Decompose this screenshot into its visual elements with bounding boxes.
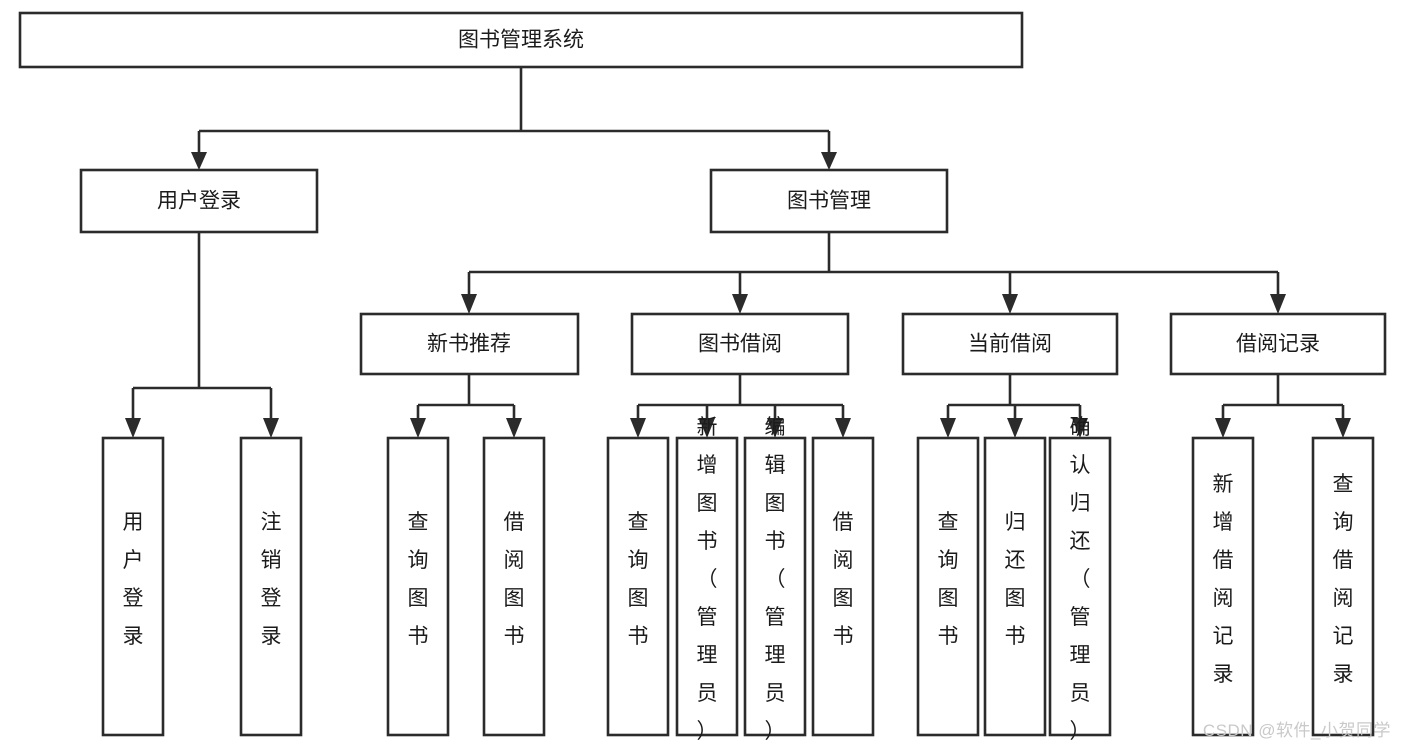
leaf-recommend-2-box[interactable] (482, 436, 546, 737)
leaf-record-2[interactable]: 查询借阅记录 (1311, 436, 1375, 737)
node-book-manage-label: 图书管理 (787, 190, 871, 213)
leaf-borrow-4[interactable]: 借阅图书 (811, 436, 875, 737)
leaf-current-2[interactable]: 归还图书 (983, 436, 1047, 737)
node-book-manage[interactable]: 图书管理 (709, 168, 949, 234)
leaf-user-login-1[interactable]: 用户登录 (101, 436, 165, 737)
arrow-current-leaf-2 (1007, 418, 1023, 438)
leaf-recommend-2[interactable]: 借阅图书 (482, 436, 546, 737)
node-borrow-record-box[interactable] (1169, 312, 1387, 376)
leaf-borrow-3-box[interactable] (743, 436, 807, 737)
leaf-user-login-2[interactable]: 注销登录 (239, 436, 303, 737)
node-current-borrow-box[interactable] (901, 312, 1119, 376)
leaf-borrow-3-label: 编辑图书（管理员） (765, 416, 786, 743)
arrow-record-leaf-1 (1215, 418, 1231, 438)
node-root-label: 图书管理系统 (458, 29, 584, 52)
node-book-borrow-box[interactable] (630, 312, 850, 376)
node-book-manage-box[interactable] (709, 168, 949, 234)
leaf-current-3[interactable]: 确认归还（管理员） (1048, 416, 1112, 743)
leaf-current-2-label: 归还图书 (1005, 511, 1026, 648)
leaf-record-1-box[interactable] (1191, 436, 1255, 737)
node-borrow-record-label: 借阅记录 (1236, 333, 1320, 356)
leaf-record-1-label: 新增借阅记录 (1213, 473, 1234, 686)
leaf-current-1-box[interactable] (916, 436, 980, 737)
node-new-book-recommend-box[interactable] (359, 312, 580, 376)
leaf-current-2-box[interactable] (983, 436, 1047, 737)
arrow-root-to-book-manage (821, 152, 837, 170)
node-new-book-recommend[interactable]: 新书推荐 (359, 312, 580, 376)
arrow-book-manage-child-2 (732, 294, 748, 314)
node-book-borrow-label: 图书借阅 (698, 333, 782, 356)
leaf-current-3-box[interactable] (1048, 436, 1112, 737)
leaf-user-login-1-box[interactable] (101, 436, 165, 737)
leaf-current-3-label: 确认归还（管理员） (1070, 416, 1091, 743)
leaf-borrow-4-box[interactable] (811, 436, 875, 737)
arrow-borrow-leaf-4 (835, 418, 851, 438)
node-book-borrow[interactable]: 图书借阅 (630, 312, 850, 376)
leaf-user-login-2-box[interactable] (239, 436, 303, 737)
leaf-record-1[interactable]: 新增借阅记录 (1191, 436, 1255, 737)
leaf-borrow-3[interactable]: 编辑图书（管理员） (743, 416, 807, 743)
leaf-borrow-4-label: 借阅图书 (833, 511, 854, 648)
csdn-watermark: CSDN @软件_小贺同学 (1202, 721, 1391, 740)
node-user-login-label: 用户登录 (157, 190, 241, 213)
node-new-book-recommend-label: 新书推荐 (427, 333, 511, 356)
node-current-borrow-label: 当前借阅 (968, 333, 1052, 356)
leaf-user-login-2-label: 注销登录 (261, 511, 282, 648)
leaf-borrow-2[interactable]: 新增图书（管理员） (675, 416, 739, 743)
leaf-recommend-1-label: 查询图书 (408, 511, 429, 648)
arrow-recommend-leaf-1 (410, 418, 426, 438)
leaf-recommend-1-box[interactable] (386, 436, 450, 737)
leaf-borrow-2-box[interactable] (675, 436, 739, 737)
leaf-borrow-2-label: 新增图书（管理员） (697, 416, 718, 743)
arrow-current-leaf-1 (940, 418, 956, 438)
leaf-borrow-1-label: 查询图书 (628, 511, 649, 648)
arrow-recommend-leaf-2 (506, 418, 522, 438)
leaf-current-1-label: 查询图书 (938, 511, 959, 648)
node-root[interactable]: 图书管理系统 (18, 11, 1024, 69)
leaf-record-2-box[interactable] (1311, 436, 1375, 737)
arrow-borrow-leaf-1 (630, 418, 646, 438)
arrow-user-login-leaf-2 (263, 418, 279, 438)
arrow-user-login-leaf-1 (125, 418, 141, 438)
arrow-current-leaf-3 (1072, 418, 1088, 438)
arrow-borrow-leaf-3 (767, 418, 783, 438)
leaf-record-2-label: 查询借阅记录 (1333, 473, 1354, 686)
leaf-borrow-1[interactable]: 查询图书 (606, 436, 670, 737)
arrow-book-manage-child-3 (1002, 294, 1018, 314)
node-user-login[interactable]: 用户登录 (79, 168, 319, 234)
leaf-borrow-1-box[interactable] (606, 436, 670, 737)
arrow-record-leaf-2 (1335, 418, 1351, 438)
node-borrow-record[interactable]: 借阅记录 (1169, 312, 1387, 376)
node-root-box[interactable] (18, 11, 1024, 69)
connectors-layer (125, 67, 1351, 438)
leaf-current-1[interactable]: 查询图书 (916, 436, 980, 737)
arrow-borrow-leaf-2 (699, 418, 715, 438)
arrow-book-manage-child-1 (461, 294, 477, 314)
node-user-login-box[interactable] (79, 168, 319, 234)
arrow-root-to-user-login (191, 152, 207, 170)
leaf-recommend-2-label: 借阅图书 (504, 511, 525, 648)
leaf-user-login-1-label: 用户登录 (123, 511, 144, 648)
arrow-book-manage-child-4 (1270, 294, 1286, 314)
leaf-recommend-1[interactable]: 查询图书 (386, 436, 450, 737)
node-current-borrow[interactable]: 当前借阅 (901, 312, 1119, 376)
